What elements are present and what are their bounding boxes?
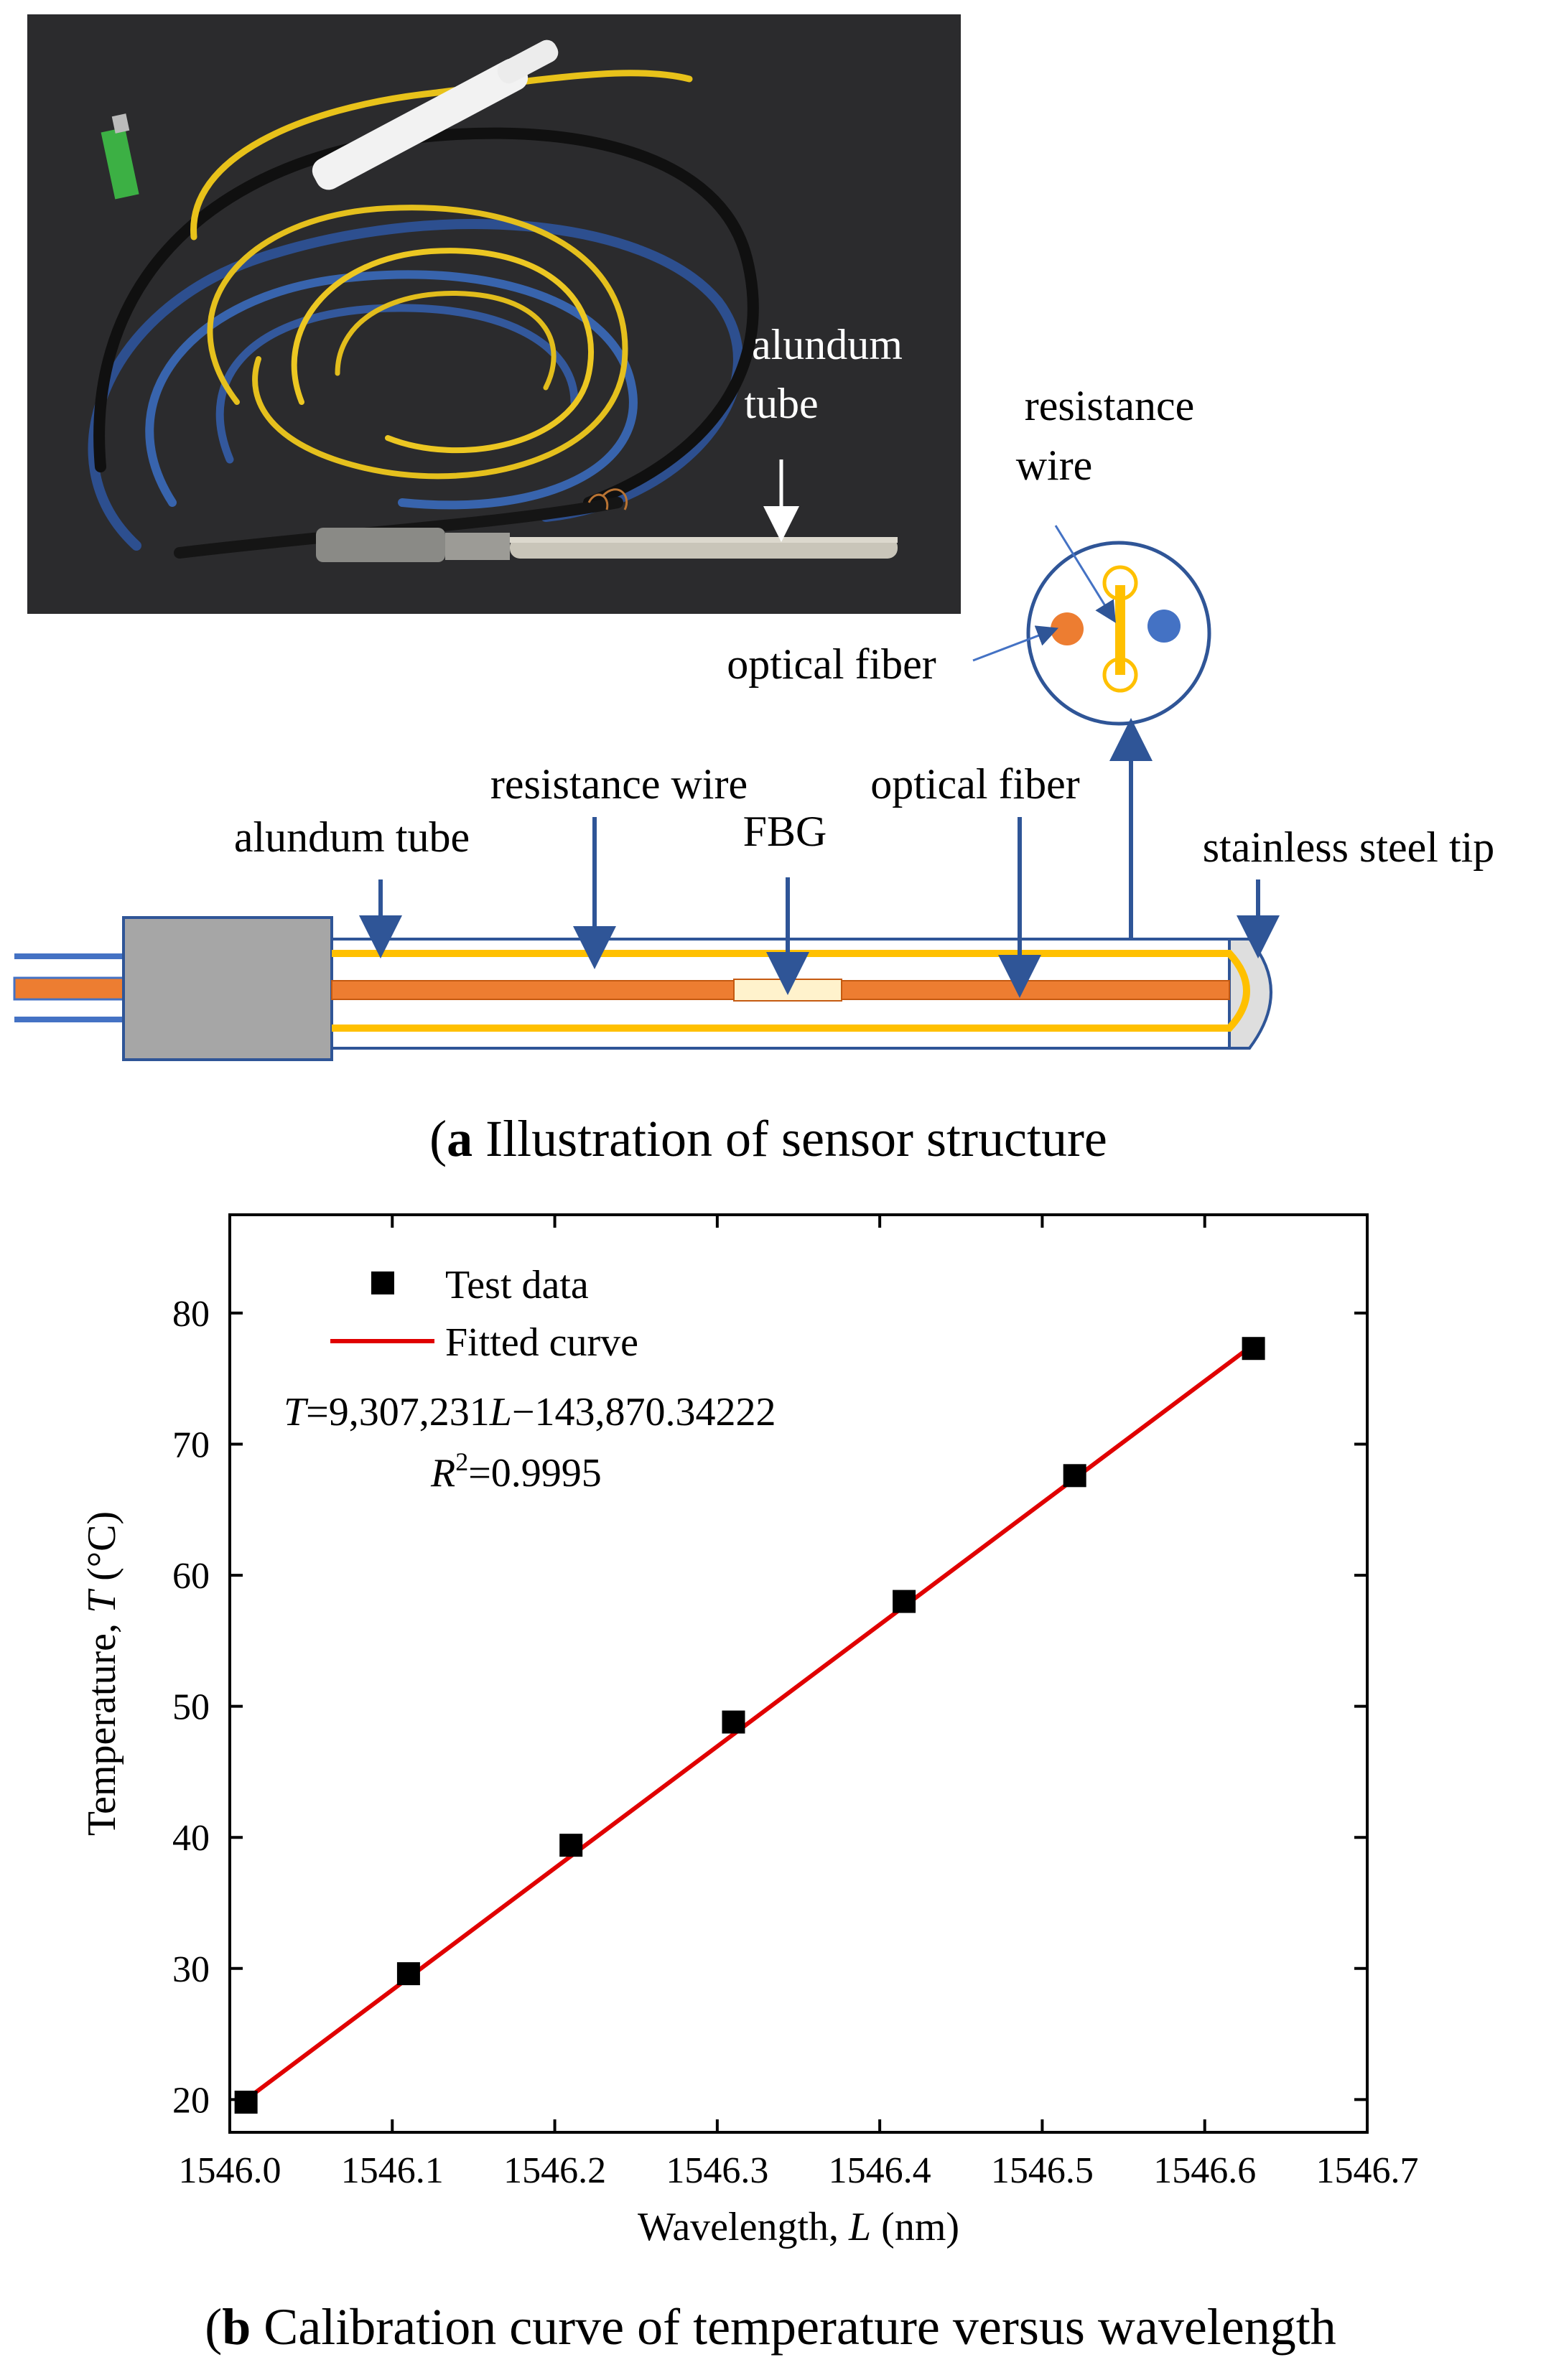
diagram-label-resistance-wire: resistance wire <box>490 760 748 808</box>
caption-a-text: Illustration of sensor structure <box>472 1110 1107 1167</box>
x-tick-label: 1546.0 <box>179 2150 281 2191</box>
x-tick-label: 1546.7 <box>1316 2150 1419 2191</box>
sensor-photo <box>27 14 961 614</box>
legend-marker-test-data <box>371 1271 394 1294</box>
cross-label-resistance-line2: wire <box>1016 442 1093 489</box>
x-axis-ticks: 1546.0 1546.1 1546.2 1546.3 1546.4 1546.5 1546… <box>179 1215 1419 2191</box>
fitted-curve-line <box>244 1343 1255 2101</box>
cross-label-optical-fiber: optical fiber <box>727 640 936 688</box>
calibration-chart: 1546.0 1546.1 1546.2 1546.3 1546.4 1546.5 1546… <box>80 1213 1419 2249</box>
cross-section <box>972 525 1211 726</box>
x-tick-label: 1546.1 <box>341 2150 444 2191</box>
test-data-point <box>396 1962 420 1986</box>
x-tick-label: 1546.5 <box>991 2150 1094 2191</box>
x-axis-label: Wavelength, L (nm) <box>638 2205 959 2249</box>
y-tick-label: 60 <box>172 1556 210 1597</box>
caption-b-letter: b <box>222 2298 251 2356</box>
sensor-diagram <box>13 718 1280 1061</box>
y-tick-label: 50 <box>172 1687 210 1728</box>
x-tick-label: 1546.2 <box>503 2150 606 2191</box>
y-tick-label: 80 <box>172 1294 210 1335</box>
test-data-point <box>234 2091 258 2114</box>
x-tick-label: 1546.6 <box>1153 2150 1256 2191</box>
x-tick-label: 1546.4 <box>829 2150 931 2191</box>
series-layer <box>234 1337 1265 2114</box>
test-data-point <box>559 1834 583 1857</box>
caption-b: (b Calibration curve of temperature vers… <box>205 2298 1336 2356</box>
plot-frame <box>228 1213 1369 2134</box>
y-axis-ticks: 20 30 40 50 60 70 80 <box>172 1294 1367 2121</box>
legend-label-fitted-curve: Fitted curve <box>445 1320 638 1365</box>
photo-label-alundum-line2: tube <box>744 380 818 427</box>
diagram-label-fbg: FBG <box>743 808 827 855</box>
test-data-point <box>1063 1464 1086 1488</box>
test-data-point <box>893 1590 916 1613</box>
fit-equation: T=9,307,231L−143,870.34222 <box>284 1390 776 1434</box>
x-tick-label: 1546.3 <box>666 2150 768 2191</box>
test-data-point <box>722 1710 745 1734</box>
y-tick-label: 70 <box>172 1425 210 1466</box>
photo-label-alundum-line1: alundum <box>752 321 903 368</box>
caption-b-text: Calibration curve of temperature versus … <box>251 2298 1336 2356</box>
r-squared: R2=0.9995 <box>430 1447 602 1495</box>
diagram-label-alundum-tube: alundum tube <box>234 813 470 861</box>
legend-label-test-data: Test data <box>445 1263 589 1307</box>
caption-a-letter: a <box>447 1110 472 1167</box>
diagram-label-stainless-tip: stainless steel tip <box>1203 823 1495 871</box>
y-tick-label: 30 <box>172 1949 210 1990</box>
test-data-point <box>1242 1337 1265 1361</box>
cross-label-resistance-line1: resistance <box>1025 382 1195 429</box>
diagram-label-optical-fiber: optical fiber <box>870 760 1080 808</box>
y-axis-label: Temperature, T (°C) <box>80 1511 124 1836</box>
legend: Test data Fitted curve <box>330 1263 638 1365</box>
y-tick-label: 40 <box>172 1818 210 1859</box>
y-tick-label: 20 <box>172 2080 210 2121</box>
caption-a: (a Illustration of sensor structure <box>429 1110 1107 1167</box>
